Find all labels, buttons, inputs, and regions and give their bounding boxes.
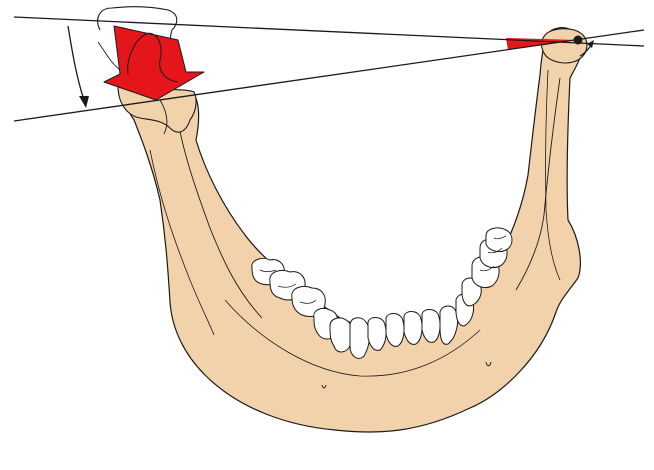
tooth-incisor-1 bbox=[368, 318, 386, 351]
mandible-bone bbox=[121, 28, 582, 432]
tooth-incisor-3 bbox=[404, 312, 422, 345]
condyle-right bbox=[542, 29, 587, 63]
tooth-molar-right-3 bbox=[486, 228, 512, 252]
angle-arrowhead-left bbox=[79, 96, 89, 108]
tooth-incisor-2 bbox=[386, 314, 404, 347]
angle-arc-left bbox=[68, 26, 84, 100]
tooth-incisor-4 bbox=[422, 310, 440, 343]
